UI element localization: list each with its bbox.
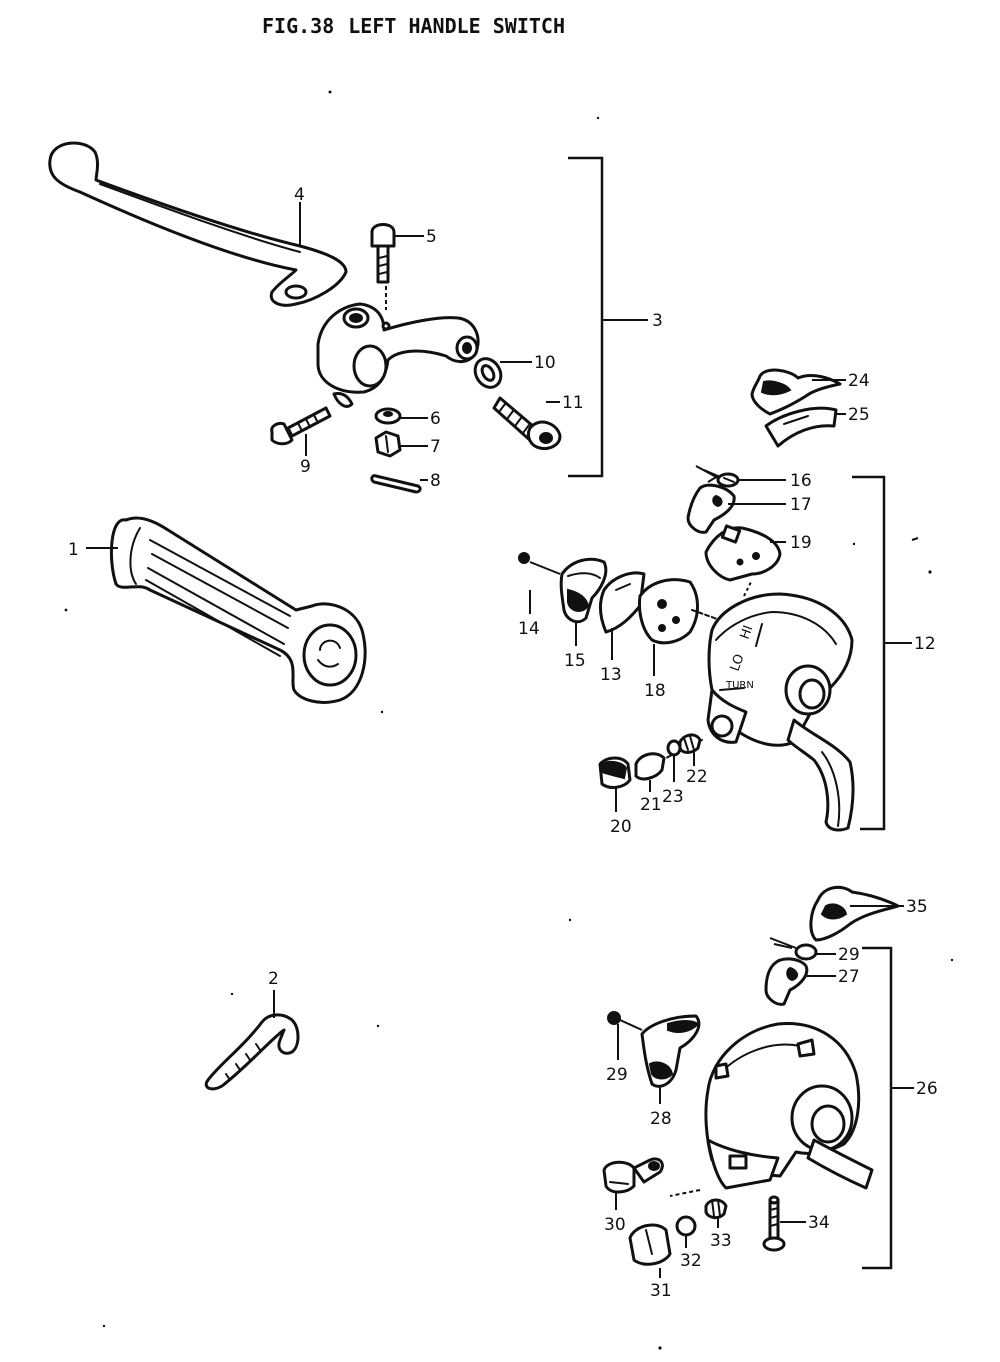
knob-17 — [686, 483, 736, 534]
callout-17: 17 — [790, 495, 812, 515]
callout-12: 12 — [914, 634, 936, 654]
callout-11: 11 — [562, 393, 584, 413]
switch-knob-24 — [750, 368, 842, 416]
callout-29-top: 29 — [838, 945, 860, 965]
callout-30: 30 — [604, 1215, 626, 1235]
nut-7 — [374, 430, 402, 458]
scan-specks — [64, 90, 954, 1350]
mark-lo: LO — [728, 652, 748, 673]
figure-name: LEFT HANDLE SWITCH — [348, 14, 565, 38]
callout-3: 3 — [652, 311, 663, 331]
contact-base-18 — [638, 578, 721, 645]
contact-plate-19 — [704, 524, 782, 582]
callout-22: 22 — [686, 767, 708, 787]
callout-20: 20 — [610, 817, 632, 837]
callout-6: 6 — [430, 409, 441, 429]
callout-8: 8 — [430, 471, 441, 491]
bracket-assembly-12 — [852, 475, 886, 831]
callout-35: 35 — [906, 897, 928, 917]
callout-2: 2 — [268, 969, 279, 989]
knob-cover-13 — [598, 571, 646, 634]
callout-1: 1 — [68, 540, 79, 560]
washer-23 — [666, 739, 682, 757]
washer-10 — [473, 357, 503, 389]
callout-25: 25 — [848, 405, 870, 425]
wire-band — [204, 1013, 300, 1091]
screw-16 — [695, 465, 740, 488]
switch-knob-35 — [809, 885, 900, 942]
callout-16: 16 — [790, 471, 812, 491]
callout-7: 7 — [430, 437, 441, 457]
mount-bolt — [270, 406, 332, 446]
callout-21: 21 — [640, 795, 662, 815]
screw-29-left — [607, 1011, 643, 1031]
callout-9: 9 — [300, 457, 311, 477]
callout-14: 14 — [518, 619, 540, 639]
callout-31: 31 — [650, 1281, 672, 1301]
callout-5: 5 — [426, 227, 437, 247]
callout-19: 19 — [790, 533, 812, 553]
callout-numbers: 1 2 3 4 5 6 7 8 9 10 11 12 13 14 15 16 1… — [68, 185, 938, 1301]
mark-turn: TURN — [725, 680, 754, 691]
callout-4: 4 — [294, 185, 305, 205]
washer-6 — [374, 407, 402, 425]
clutch-lever — [48, 141, 348, 307]
knob-27 — [764, 957, 809, 1006]
connector-30 — [602, 1157, 664, 1194]
horn-button-20 — [598, 756, 632, 789]
callout-34: 34 — [808, 1213, 830, 1233]
spring-22 — [678, 733, 702, 754]
callout-32: 32 — [680, 1251, 702, 1271]
screw-29-top — [769, 937, 818, 961]
leader-lines — [86, 202, 904, 1278]
callout-23: 23 — [662, 787, 684, 807]
button-31 — [628, 1223, 672, 1266]
callout-26: 26 — [916, 1079, 938, 1099]
ring-32 — [675, 1215, 697, 1237]
adjuster-bolt — [492, 396, 562, 450]
callout-28: 28 — [650, 1109, 672, 1129]
switch-housing-26 — [669, 1021, 874, 1197]
switch-housing-12: HI LO TURN — [661, 579, 855, 832]
lever-bracket — [316, 302, 480, 408]
callout-10: 10 — [534, 353, 556, 373]
knob-28 — [640, 1014, 701, 1088]
figure-title: FIG.38 LEFT HANDLE SWITCH — [262, 14, 565, 38]
callout-27: 27 — [838, 967, 860, 987]
screw-14 — [518, 552, 561, 575]
callout-33: 33 — [710, 1231, 732, 1251]
callout-24: 24 — [848, 371, 870, 391]
screw-34 — [762, 1195, 786, 1252]
mark-hi: HI — [738, 623, 757, 641]
callout-13: 13 — [600, 665, 622, 685]
dimmer-knob-15 — [559, 557, 608, 624]
bracket-assembly-3 — [568, 156, 604, 478]
callout-29-left: 29 — [606, 1065, 628, 1085]
callout-18: 18 — [644, 681, 666, 701]
figure-number: FIG.38 — [262, 14, 335, 38]
pivot-bolt — [370, 223, 396, 310]
callout-15: 15 — [564, 651, 586, 671]
handlebar-grip — [109, 516, 367, 704]
spring-33 — [704, 1198, 728, 1220]
switch-cover-25 — [764, 406, 838, 448]
cotter-pin — [370, 474, 422, 494]
bracket-assembly-26 — [862, 946, 893, 1270]
cap-21 — [634, 752, 666, 781]
